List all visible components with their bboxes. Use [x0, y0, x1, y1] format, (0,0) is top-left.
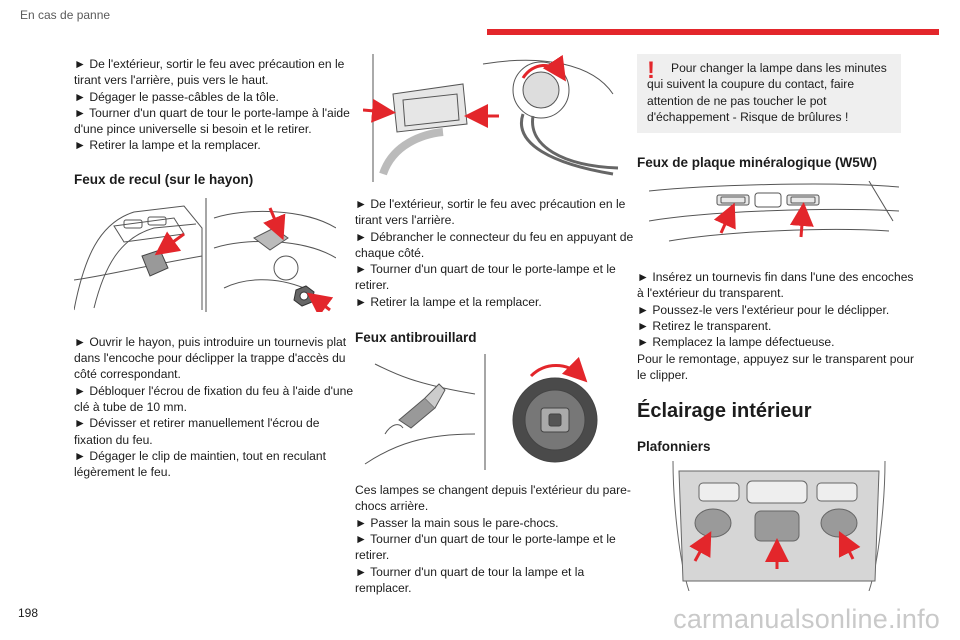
reversing-step-3: ► Dévisser et retirer manuellement l'écr…: [74, 416, 320, 447]
burn-warning-text: Pour changer la lampe dans les minutes q…: [647, 61, 887, 124]
rear-lamp-step-1: ► De l'extérieur, sortir le feu avec pré…: [355, 197, 626, 228]
interior-lighting-heading: Éclairage intérieur: [637, 400, 812, 423]
fog-lamp-illustration: [355, 354, 637, 471]
fog-lamp-step-3: ► Tourner d'un quart de tour la lampe et…: [355, 564, 585, 595]
running-header-title: En cas de panne: [20, 8, 111, 22]
burn-warning-box: ! Pour changer la lampe dans les minutes…: [637, 54, 901, 134]
fog-lamp-step-2: ► Tourner d'un quart de tour le porte-la…: [355, 531, 616, 563]
intro-step-3: ► Tourner d'un quart de tour le porte-la…: [74, 105, 350, 137]
plate-reassembly-note: Pour le remontage, appuyez sur le transp…: [637, 351, 914, 382]
reversing-lamp-illustration: [74, 197, 356, 312]
rear-lamp-removal-illustration: [363, 54, 637, 182]
rear-lamp-step-3: ► Tourner d'un quart de tour le porte-la…: [355, 262, 616, 293]
page-number: 198: [18, 606, 39, 620]
fog-lamp-intro: Ces lampes se changent depuis l'extérieu…: [355, 483, 631, 514]
fog-lamp-heading: Feux antibrouillard: [355, 330, 477, 346]
plate-step-2: ► Poussez-le vers l'extérieur pour le dé…: [637, 302, 890, 317]
column-right: ! Pour changer la lampe dans les minutes…: [637, 54, 919, 592]
warning-icon: !: [647, 57, 655, 84]
reversing-lamp-heading: Feux de recul (sur le hayon): [74, 171, 254, 187]
rear-lamp-step-2: ► Débrancher le connecteur du feu en app…: [355, 229, 634, 260]
plate-step-3: ► Retirez le transparent.: [637, 319, 772, 334]
column-middle: ► De l'extérieur, sortir le feu avec pré…: [355, 54, 637, 596]
courtesy-lamps-heading: Plafonniers: [637, 439, 711, 455]
plate-lamp-illustration: [649, 181, 919, 255]
rear-lamp-step-4: ► Retirer la lampe et la remplacer.: [355, 294, 542, 309]
plate-step-4: ► Remplacez la lampe défectueuse.: [637, 335, 835, 350]
fog-lamp-step-1: ► Passer la main sous le pare-chocs.: [355, 515, 559, 530]
column-left: ► De l'extérieur, sortir le feu avec pré…: [74, 56, 356, 480]
reversing-step-2: ► Débloquer l'écrou de fixation du feu à…: [74, 383, 354, 414]
intro-step-2: ► Dégager le passe-câbles de la tôle.: [74, 89, 279, 104]
plate-step-1: ► Insérez un tournevis fin dans l'une de…: [637, 270, 914, 301]
reversing-step-1: ► Ouvrir le hayon, puis introduire un to…: [74, 334, 347, 382]
courtesy-lamp-illustration: [649, 461, 919, 592]
plate-lamp-heading: Feux de plaque minéralogique (W5W): [637, 155, 878, 171]
header-accent-bar: [487, 29, 939, 35]
intro-step-1: ► De l'extérieur, sortir le feu avec pré…: [74, 57, 345, 88]
watermark: carmanualsonline.info: [673, 604, 940, 634]
reversing-step-4: ► Dégager le clip de maintien, tout en r…: [74, 448, 326, 480]
intro-step-4: ► Retirer la lampe et la remplacer.: [74, 138, 261, 153]
